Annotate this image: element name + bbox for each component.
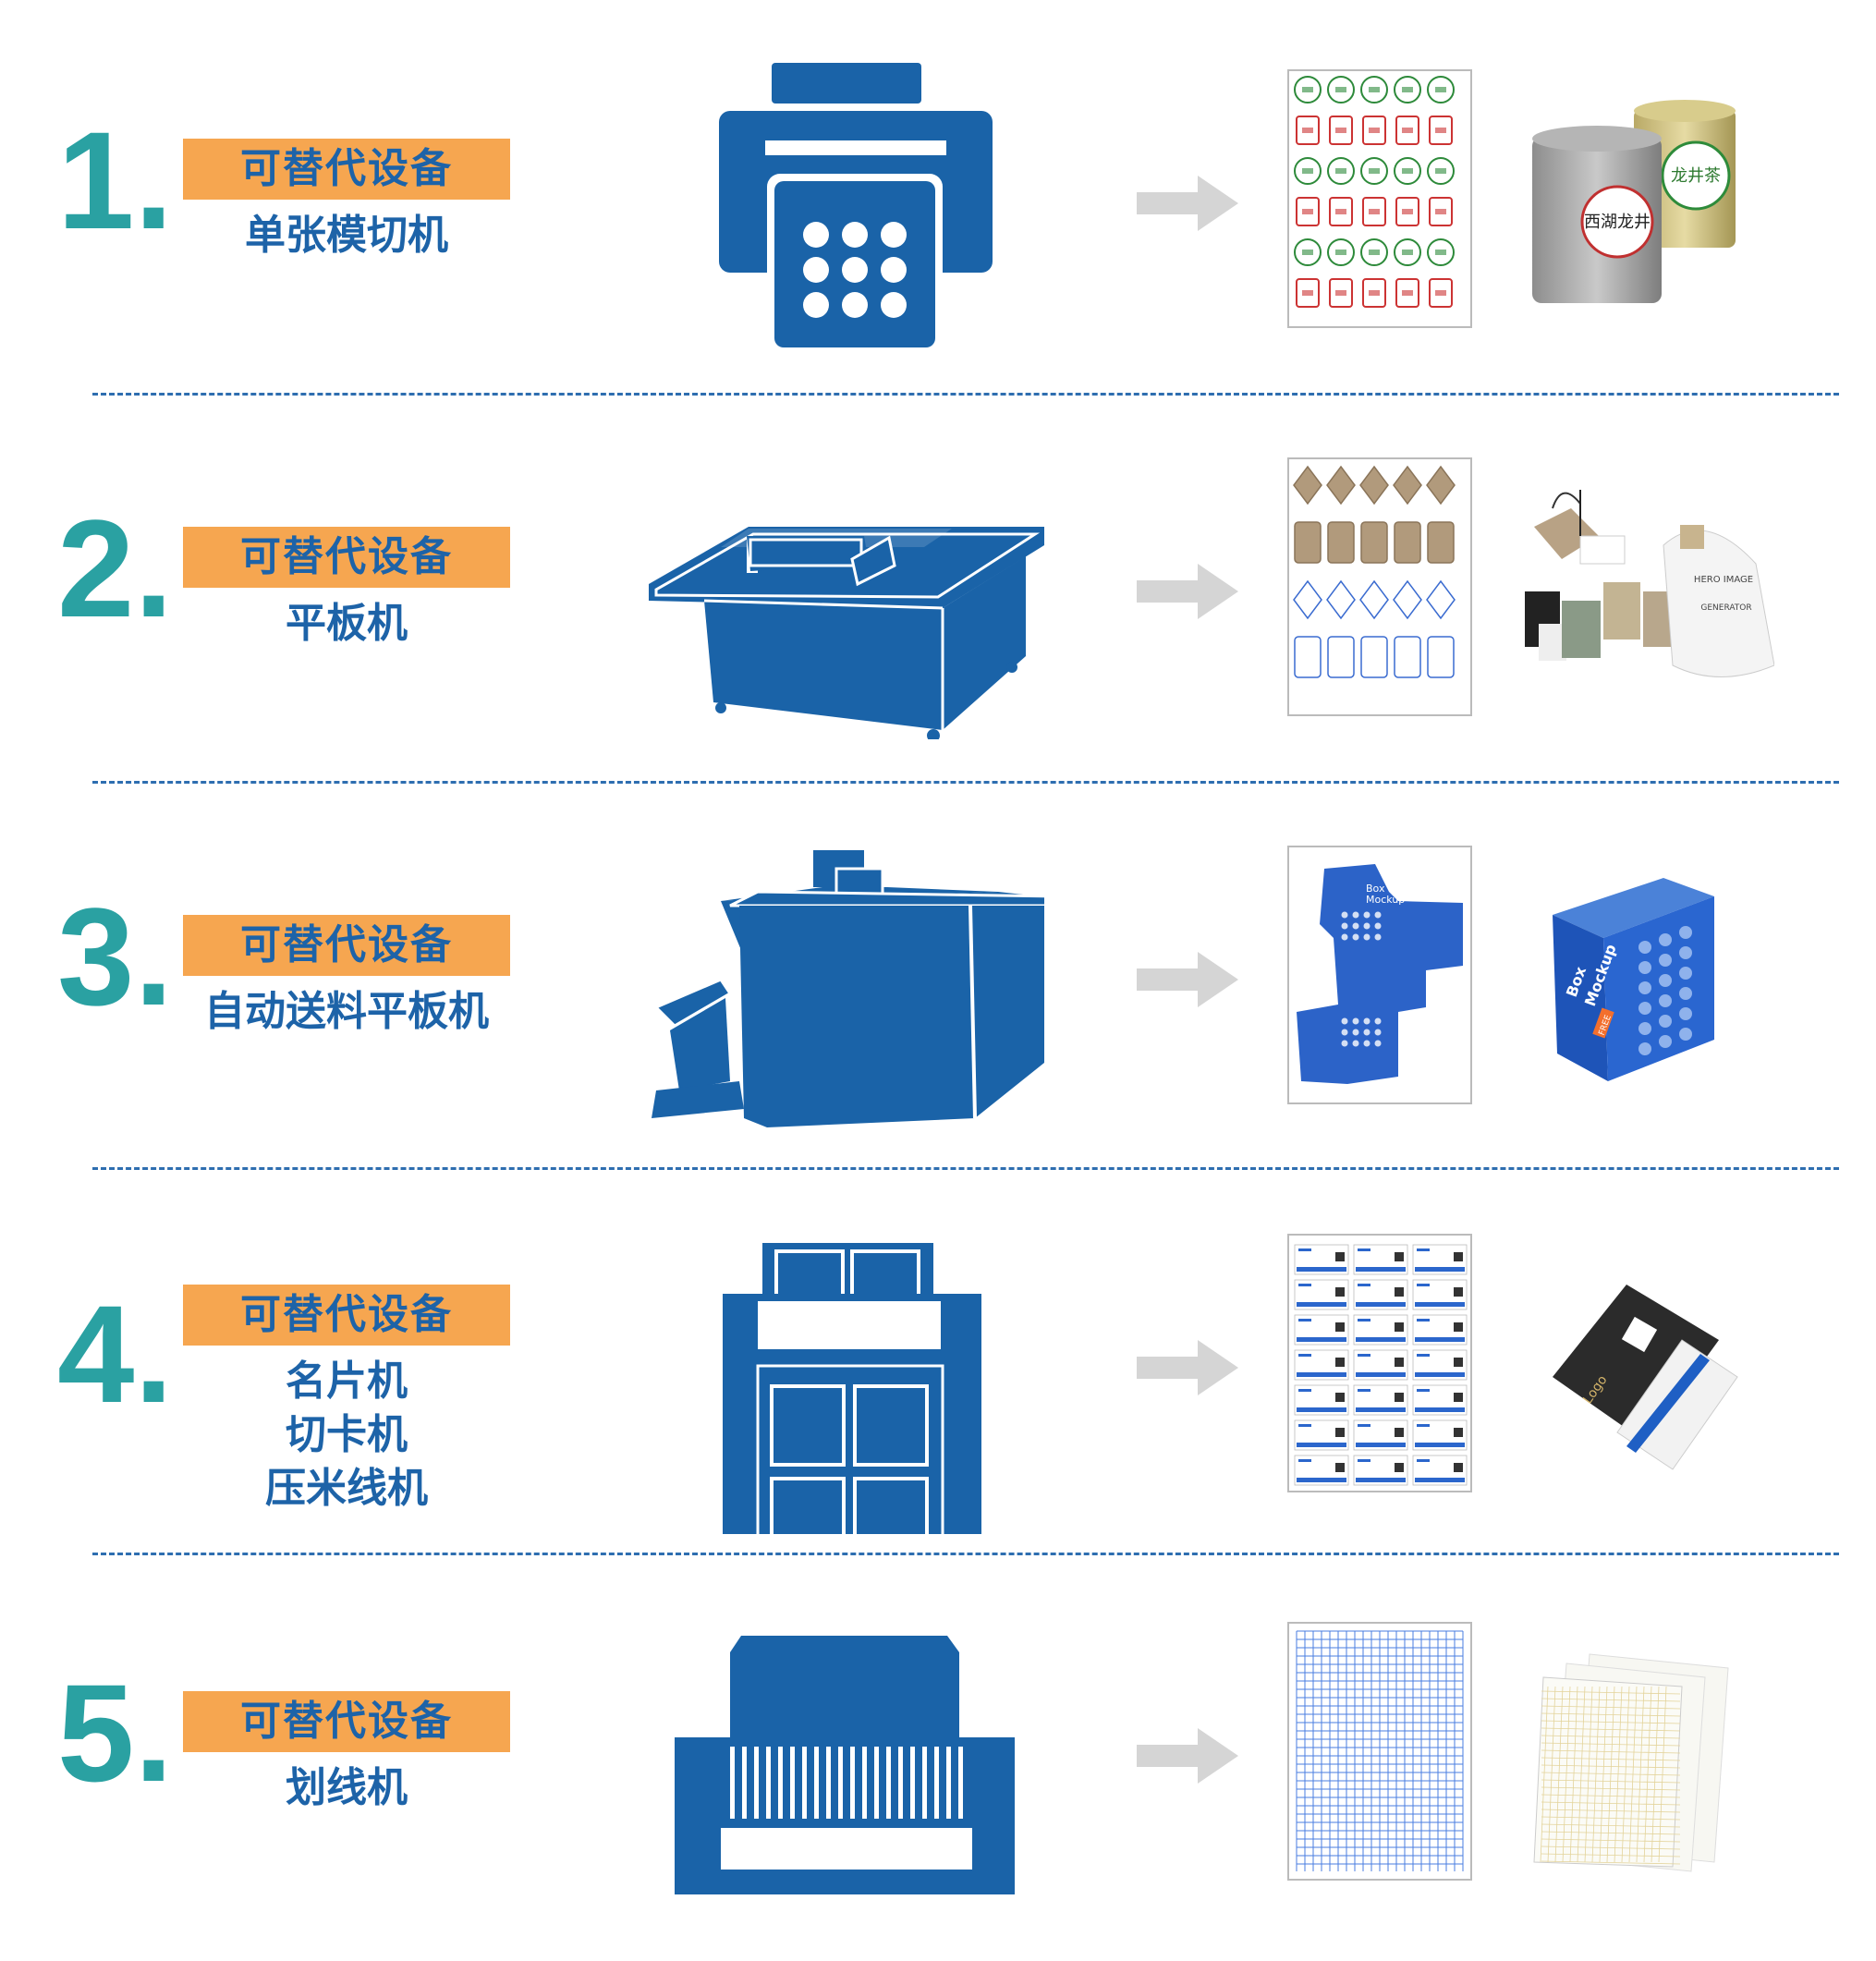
grid-paper-stack: [1533, 1653, 1729, 1872]
printer-icon: [719, 63, 993, 349]
row-number: 1.: [57, 103, 174, 258]
section-divider: [92, 781, 1839, 784]
flatbed-cutter-icon: [649, 527, 1044, 739]
row-number: 3.: [57, 879, 174, 1034]
row-2: 2. 可替代设备 平板机 HERO IMAGE: [0, 388, 1876, 776]
arrow-right-icon: [1137, 176, 1238, 231]
machine-name: 切卡机: [286, 1411, 408, 1458]
bag-text: GENERATOR: [1700, 603, 1751, 613]
arrow-right-icon: [1137, 1340, 1238, 1395]
hang-tags: HERO IMAGE GENERATOR: [1525, 490, 1774, 677]
arrow-right-icon: [1137, 952, 1238, 1007]
sticker-sheet: [1287, 69, 1472, 328]
grid-sheet: [1287, 1622, 1472, 1881]
section-divider: [92, 393, 1839, 396]
row-number: 5.: [57, 1655, 174, 1810]
section-divider: [92, 1553, 1839, 1555]
machine-name: 自动送料平板机: [204, 988, 489, 1035]
machine-names: 单张模切机: [183, 209, 510, 262]
arrow-right-icon: [1137, 1728, 1238, 1784]
card-cutter-icon: [723, 1243, 981, 1534]
box-dieline-sheet: Box Mockup: [1287, 846, 1472, 1104]
tin-label: 龙井茶: [1671, 166, 1721, 186]
business-card-sheet: [1287, 1234, 1472, 1492]
business-cards: Logo: [1553, 1285, 1738, 1470]
replacement-badge: 可替代设备: [183, 139, 510, 200]
auto-feed-flatbed-icon: [652, 850, 1044, 1127]
replacement-badge: 可替代设备: [183, 1691, 510, 1752]
tag-sheet: [1287, 457, 1472, 716]
row-number: 4.: [57, 1276, 174, 1431]
replacement-badge: 可替代设备: [183, 1285, 510, 1346]
machine-names: 名片机 切卡机 压米线机: [183, 1355, 510, 1516]
machine-name: 压米线机: [265, 1465, 428, 1512]
dieline-text: Mockup: [1366, 894, 1405, 906]
machine-name: 平板机: [286, 600, 408, 647]
machine-names: 划线机: [183, 1761, 510, 1815]
replacement-badge: 可替代设备: [183, 915, 510, 976]
line-marking-machine-icon: [675, 1636, 1015, 1894]
row-3: 3. 可替代设备 自动送料平板机 Box Mockup Box Mockup F…: [0, 776, 1876, 1164]
row-5: 5. 可替代设备 划线机: [0, 1553, 1876, 1941]
machine-name: 单张模切机: [245, 212, 448, 259]
section-divider: [92, 1167, 1839, 1170]
mockup-box: Box Mockup FREE: [1553, 878, 1714, 1081]
machine-names: 平板机: [183, 597, 510, 651]
machine-name: 划线机: [286, 1764, 408, 1811]
machine-name: 名片机: [286, 1358, 408, 1405]
row-number: 2.: [57, 491, 174, 646]
arrow-right-icon: [1137, 564, 1238, 619]
machine-names: 自动送料平板机: [183, 985, 510, 1039]
dieline-text: Box: [1366, 883, 1385, 895]
tea-tins: 龙井茶 西湖龙井: [1532, 100, 1736, 303]
row-1: 1. 可替代设备 单张模切机 龙井茶 西湖龙井: [0, 0, 1876, 388]
bag-text: HERO IMAGE: [1694, 575, 1753, 585]
row-4: 4. 可替代设备 名片机 切卡机 压米线机 Logo: [0, 1164, 1876, 1553]
tin-label: 西湖龙井: [1584, 213, 1651, 232]
replacement-badge: 可替代设备: [183, 527, 510, 588]
